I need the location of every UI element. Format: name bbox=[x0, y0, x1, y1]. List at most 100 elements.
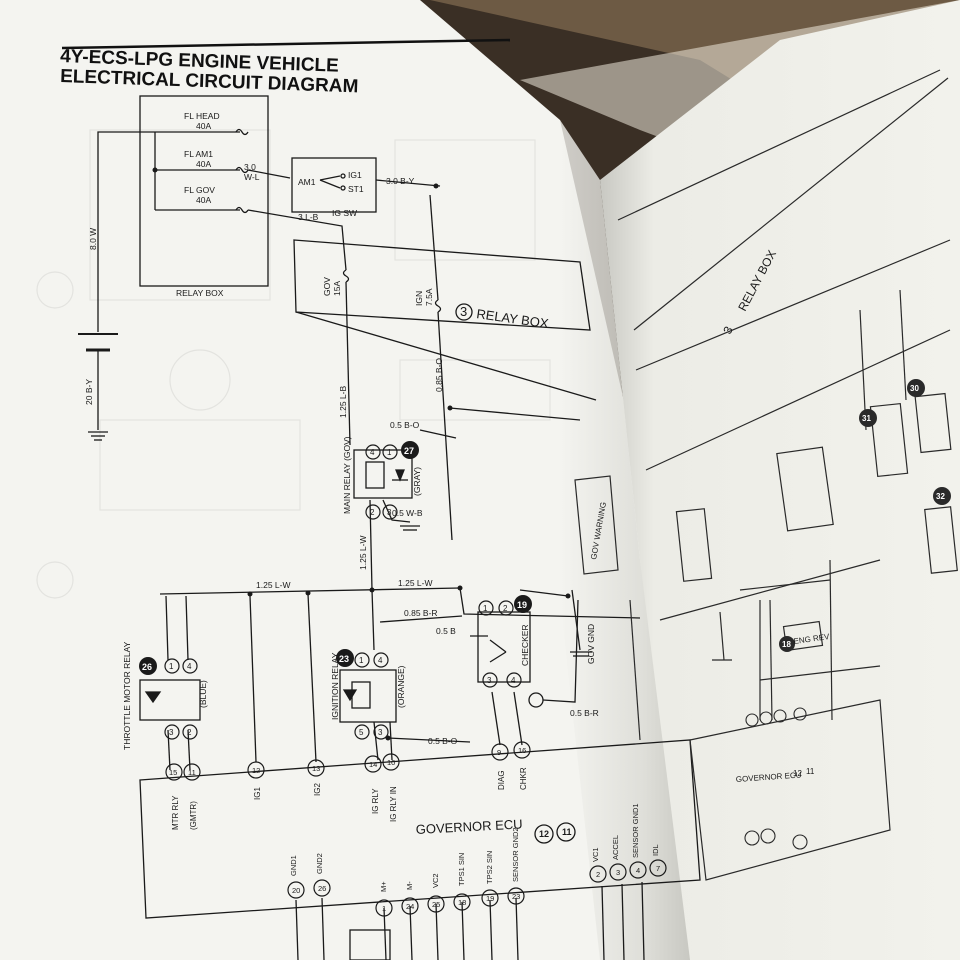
ign-relay-pin-a: 1 bbox=[359, 656, 364, 665]
fuse-head-rating: 40A bbox=[196, 121, 211, 131]
wire-30wl-a: 3.0 bbox=[244, 162, 256, 172]
main-relay-pin-b: 1 bbox=[387, 448, 392, 457]
wire-125lw-a-label: 1.25 L-W bbox=[256, 580, 291, 590]
ecu-top-label-mtr: MTR RLY bbox=[171, 795, 180, 830]
ecu-bot-pin-6: 19 bbox=[486, 894, 494, 903]
ecu-bot-pin-1: 26 bbox=[318, 884, 326, 893]
ig-sw-st1: ST1 bbox=[348, 184, 364, 194]
ecu-bot-pin-4: 25 bbox=[432, 900, 440, 909]
wire-05b-label: 0.5 B bbox=[436, 626, 456, 636]
ign-relay-pin-c: 5 bbox=[359, 728, 364, 737]
ecu-top-pin-15: 15 bbox=[169, 768, 177, 777]
ecu-top-label-chkr: CHKR bbox=[519, 767, 528, 790]
right-ia-box bbox=[776, 446, 834, 532]
main-relay-color: (GRAY) bbox=[412, 467, 422, 496]
throttle-relay-num: 26 bbox=[142, 662, 152, 672]
thr-relay-pin-a: 1 bbox=[169, 662, 174, 671]
main-relay-pin-a: 4 bbox=[370, 448, 375, 457]
right-relay-31: 31 bbox=[862, 414, 871, 423]
fuse-gov-v-name: GOV bbox=[322, 277, 332, 296]
ign-relay-pin-d: 3 bbox=[378, 728, 383, 737]
right-ecu-box bbox=[689, 699, 891, 881]
wire-05wb-label: 0.5 W-B bbox=[392, 508, 423, 518]
ecu-conn-1: 12 bbox=[539, 829, 549, 839]
ecu-bot-label-11: IDL bbox=[651, 844, 660, 856]
ecu-bot-pin-7: 23 bbox=[512, 892, 520, 901]
main-relay-label: MAIN RELAY (GOV) bbox=[342, 436, 352, 514]
checker-box bbox=[477, 611, 531, 683]
throttle-relay-color: (BLUE) bbox=[198, 680, 208, 708]
relay-box bbox=[139, 95, 269, 287]
ecu-top-label-diag: DIAG bbox=[497, 770, 506, 790]
ecu-top-label-ig2: IG2 bbox=[313, 783, 322, 796]
wire-20by-label: 20 B-Y bbox=[84, 379, 94, 405]
ecu-bot-pin-11: 7 bbox=[656, 864, 660, 873]
ecu-bot-label-10: SENSOR GND1 bbox=[631, 803, 640, 858]
wire-125lb-label: 1.25 L-B bbox=[338, 386, 348, 418]
wire-05bo-top-label: 0.5 B-O bbox=[390, 420, 420, 430]
ecu-bot-label-8: VC1 bbox=[591, 847, 600, 862]
ecu-bot-pin-2: 1 bbox=[382, 904, 386, 913]
fuse-head-name: FL HEAD bbox=[184, 111, 220, 121]
thr-relay-pin-b: 4 bbox=[187, 662, 192, 671]
ecu-conn-2: 11 bbox=[562, 827, 572, 837]
relay-box-label: RELAY BOX bbox=[176, 288, 224, 298]
ecu-top-label-igrly: IG RLY bbox=[371, 788, 380, 814]
ign-relay-pin-b: 4 bbox=[378, 656, 383, 665]
ignition-relay-box bbox=[339, 669, 397, 723]
wire-125lw-v-label: 1.25 L-W bbox=[358, 536, 368, 571]
ignition-relay-color: (ORANGE) bbox=[396, 665, 406, 708]
wire-085br-label: 0.85 B-R bbox=[404, 608, 438, 618]
ecu-bot-label-3: M- bbox=[405, 881, 414, 890]
wire-125lw-b-label: 1.25 L-W bbox=[398, 578, 433, 588]
fuse-gov-name: FL GOV bbox=[184, 185, 215, 195]
right-ecu-c1: 12 bbox=[793, 769, 802, 778]
fuse-gov-rating: 40A bbox=[196, 195, 211, 205]
ecu-top-pin-14: 14 bbox=[369, 760, 377, 769]
right-ecu-c2: 11 bbox=[806, 767, 815, 776]
wire-30wl-b: W-L bbox=[244, 172, 260, 182]
ecu-top-label-igrlyin: IG RLY IN bbox=[389, 786, 398, 822]
ecu-top-pin-9: 9 bbox=[497, 748, 501, 757]
fuse-am1-rating: 40A bbox=[196, 159, 211, 169]
right-relay-30: 30 bbox=[910, 384, 919, 393]
ecu-top-label-gmtr: (GMTR) bbox=[189, 801, 198, 830]
ecu-top-pin-10: 10 bbox=[387, 758, 395, 767]
fuse-am1-name: FL AM1 bbox=[184, 149, 213, 159]
gov-gnd-label: GOV GND bbox=[586, 624, 596, 664]
right-relay-32: 32 bbox=[936, 492, 945, 501]
ig-sw-label: IG SW bbox=[332, 208, 357, 218]
ecu-bot-pin-10: 4 bbox=[636, 866, 640, 875]
main-relay-num: 27 bbox=[404, 446, 414, 456]
checker-pin-3: 3 bbox=[487, 676, 492, 685]
main-relay-pin-d: 3 bbox=[387, 508, 392, 517]
ecu-top-pin-16: 16 bbox=[518, 746, 526, 755]
governor-ecu-box bbox=[139, 739, 701, 919]
checker-pin-4: 4 bbox=[511, 676, 516, 685]
ecu-bot-label-0: GND1 bbox=[289, 855, 298, 876]
ig-sw-ig1: IG1 bbox=[348, 170, 362, 180]
ecu-bot-label-6: TPS2 SIN bbox=[485, 851, 494, 884]
ig-sw-am1: AM1 bbox=[298, 177, 316, 187]
ecu-bot-pin-3: 24 bbox=[406, 902, 414, 911]
main-relay-pin-c: 2 bbox=[370, 508, 375, 517]
ecu-bot-label-5: TPS1 SIN bbox=[457, 853, 466, 886]
ig-switch bbox=[291, 157, 377, 213]
ecu-top-pin-13: 13 bbox=[312, 764, 320, 773]
fuse-gov-v-rating: 15A bbox=[332, 281, 342, 296]
ecu-bot-label-1: GND2 bbox=[315, 853, 324, 874]
ecu-top-pin-12: 12 bbox=[252, 766, 260, 775]
ecu-bot-pin-9: 3 bbox=[616, 868, 620, 877]
checker-pin-2: 2 bbox=[503, 604, 508, 613]
ignition-relay-label: IGNITION RELAY bbox=[330, 652, 340, 720]
thr-relay-pin-c: 3 bbox=[169, 728, 174, 737]
ecu-label: GOVERNOR ECU bbox=[415, 816, 523, 837]
ecu-bot-label-7: SENSOR GND2 bbox=[511, 827, 520, 882]
wire-05bo-low-label: 0.5 B-O bbox=[428, 736, 458, 746]
ecu-bot-label-9: ACCEL bbox=[611, 835, 620, 860]
wire-3lb-label: 3 L-B bbox=[298, 212, 319, 222]
wire-30by-label: 3.0 B-Y bbox=[386, 176, 415, 186]
ecu-bot-pin-8: 2 bbox=[596, 870, 600, 879]
ecu-bot-pin-5: 18 bbox=[458, 898, 466, 907]
